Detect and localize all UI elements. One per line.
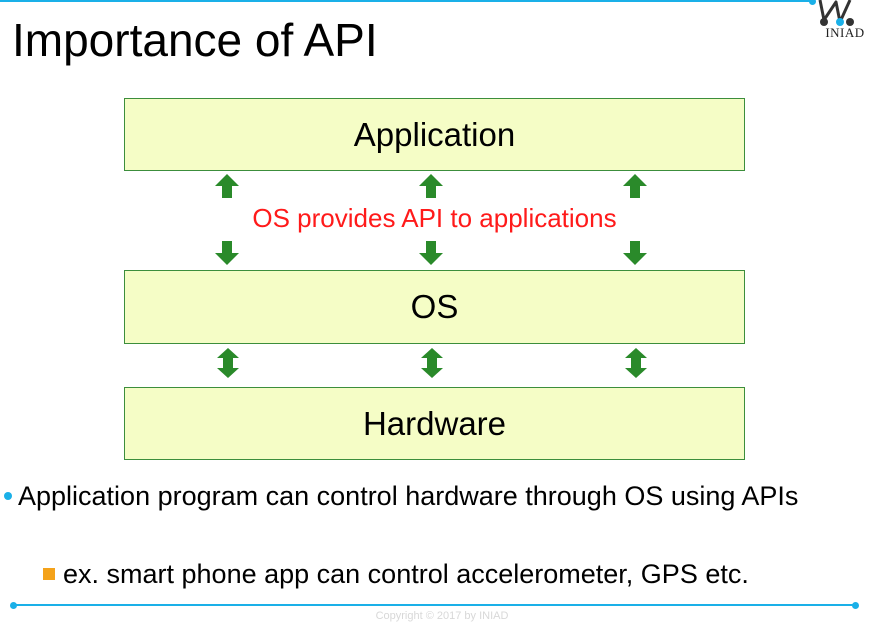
logo-text: INIAD	[825, 25, 865, 40]
sub-bullet: ex. smart phone app can control accelero…	[43, 557, 873, 591]
os-label: OS	[410, 288, 459, 325]
application-box: Application	[124, 98, 745, 171]
down-arrow-icon	[623, 241, 647, 265]
slide-title: Importance of API	[12, 14, 378, 66]
top-rule	[0, 0, 812, 2]
hardware-label: Hardware	[362, 404, 507, 442]
up-arrow-icon	[419, 174, 443, 198]
bottom-rule	[14, 604, 857, 606]
hardware-box: Hardware	[124, 387, 745, 460]
top-rule-dot	[809, 0, 816, 5]
main-bullet-text: Application program can control hardware…	[18, 481, 799, 511]
copyright-footer: Copyright © 2017 by INIAD	[375, 610, 509, 622]
double-arrow-icon	[421, 348, 443, 378]
os-box: OS	[124, 270, 745, 344]
down-arrow-icon	[215, 241, 239, 265]
api-label: OS provides API to applications	[252, 203, 617, 233]
up-arrow-icon	[215, 174, 239, 198]
bottom-rule-dot-left	[10, 602, 17, 609]
main-bullet: Application program can control hardware…	[4, 479, 874, 514]
application-label: Application	[353, 115, 516, 153]
iniad-logo-icon	[818, 0, 854, 26]
down-arrow-icon	[419, 241, 443, 265]
up-arrow-icon	[623, 174, 647, 198]
sub-bullet-square-icon	[43, 567, 55, 580]
double-arrow-icon	[217, 348, 239, 378]
sub-bullet-text: ex. smart phone app can control accelero…	[63, 559, 749, 589]
bullet-dot-icon	[4, 491, 12, 500]
double-arrow-icon	[625, 348, 647, 378]
bottom-rule-dot-right	[852, 602, 859, 609]
